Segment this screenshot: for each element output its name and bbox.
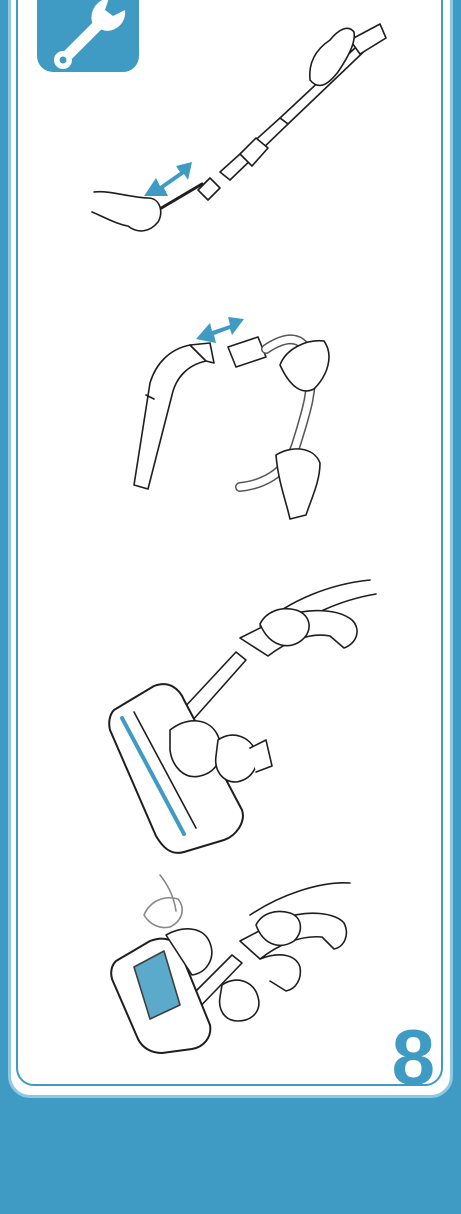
scissors [144, 898, 182, 928]
wheel [220, 980, 259, 1021]
handle-tube [134, 345, 206, 489]
figure-wand-extension [80, 20, 410, 240]
double-arrow [144, 162, 192, 196]
hand-top [280, 341, 329, 391]
hose-coupling [228, 337, 266, 367]
hand-upper [310, 28, 355, 85]
inner-tube [158, 184, 202, 210]
hand-bottom [276, 449, 320, 519]
brush-roll [170, 721, 221, 777]
figure-hose-handle [110, 305, 370, 535]
figure-floor-head-attached [100, 540, 400, 860]
arm [250, 883, 350, 915]
step-number: 8 [392, 1018, 433, 1096]
figure-floor-head-clean [100, 855, 360, 1055]
hand-lower [92, 192, 161, 231]
double-arrow [196, 317, 244, 343]
wheel [216, 735, 257, 782]
